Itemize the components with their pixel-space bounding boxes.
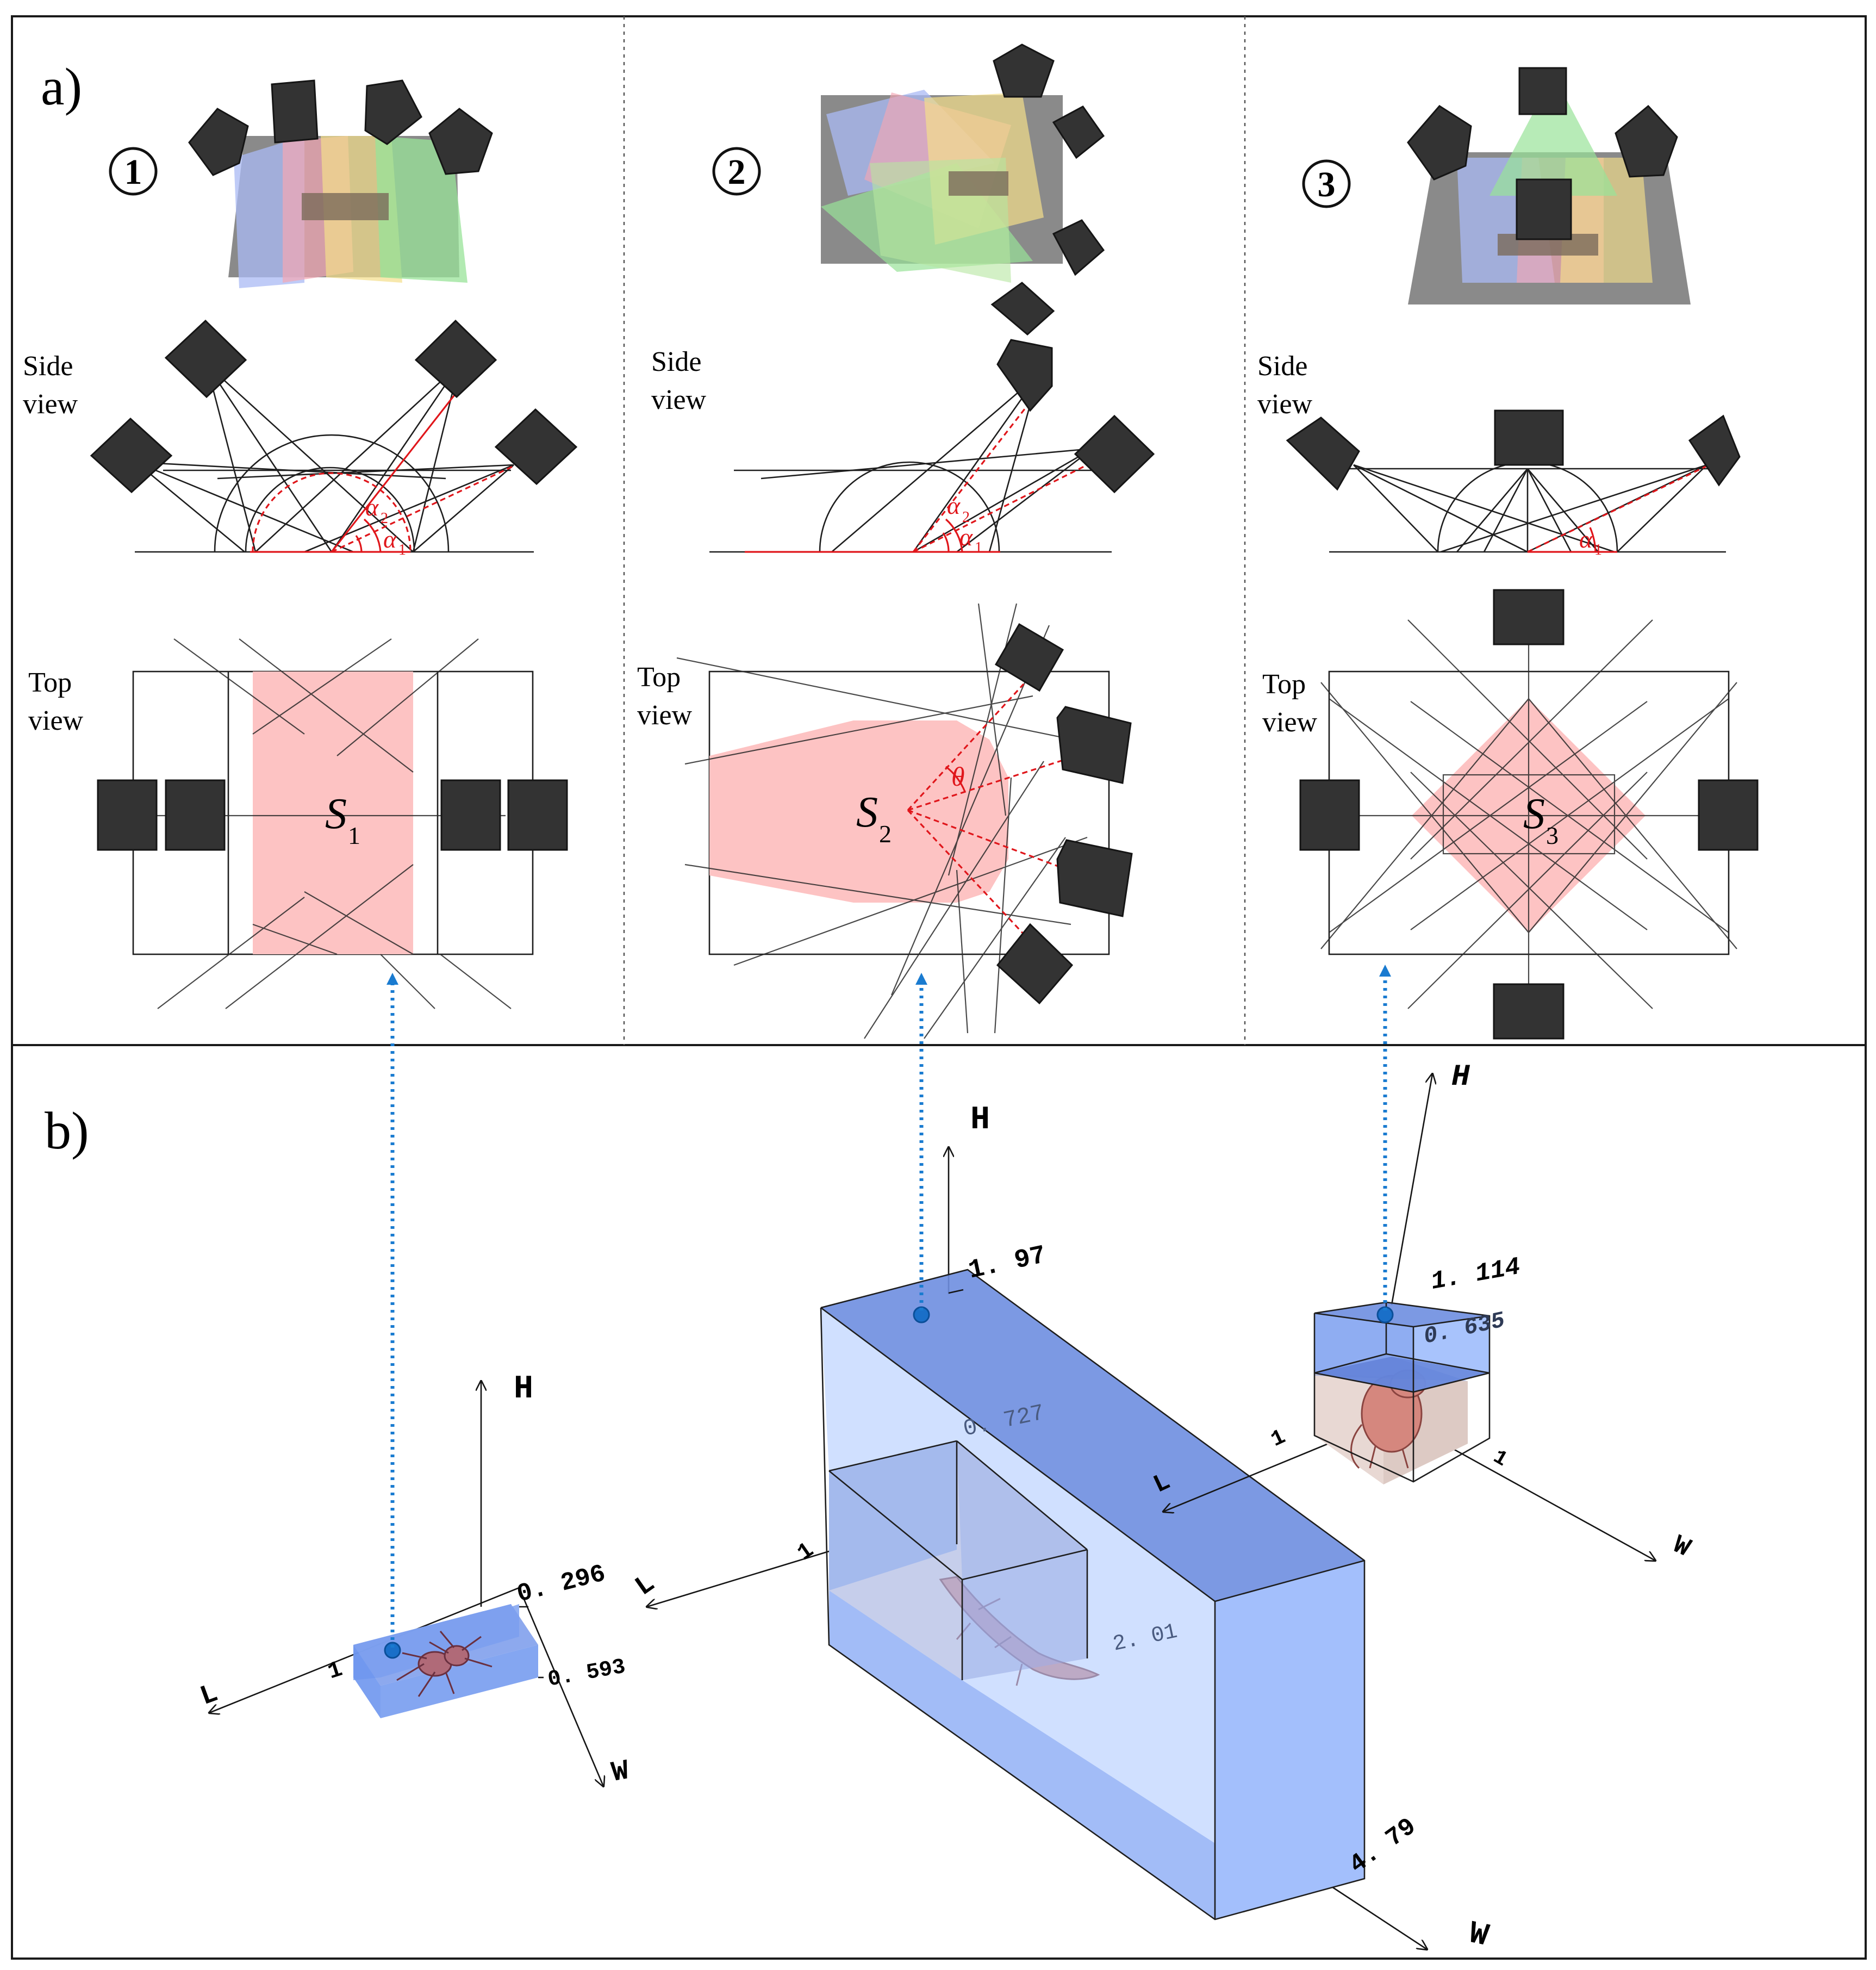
config-2-number: 2 bbox=[728, 152, 746, 192]
config-3-top-view: S 3 bbox=[1299, 589, 1759, 1040]
config-2-3d-render bbox=[821, 43, 1105, 335]
config-1-coverage-area bbox=[253, 672, 413, 954]
box-1-axis-w: W bbox=[609, 1755, 632, 1789]
config-3-alpha1-sub: 1 bbox=[1594, 542, 1602, 558]
panel-a-label: a) bbox=[41, 58, 82, 116]
config-1: 1 Side view bbox=[23, 79, 578, 1009]
box-3-tick-w: 1 bbox=[1489, 1445, 1511, 1472]
box-2-tick-h-top: 1. 97 bbox=[966, 1241, 1049, 1286]
config-2-coverage-area bbox=[709, 720, 1008, 903]
config-1-alpha1: α bbox=[383, 525, 397, 553]
config-3: 3 Side view bbox=[1257, 67, 1759, 1040]
box-1-axis-h: H bbox=[514, 1371, 533, 1408]
config-1-top-view: S 1 bbox=[97, 638, 568, 1009]
box-1-tick-l: 1 bbox=[325, 1656, 346, 1685]
box-1-spider: 0. 296 0. 593 1 H L W bbox=[196, 1371, 632, 1789]
box-2-axis-w: W bbox=[1466, 1916, 1492, 1955]
config-2-side-label-2: view bbox=[651, 384, 707, 415]
config-1-number-circle bbox=[109, 147, 158, 196]
config-2-top-label-1: Top bbox=[637, 662, 681, 693]
figure-frames bbox=[11, 15, 1867, 1960]
config-1-number: 1 bbox=[124, 152, 142, 192]
config-1-3d-render bbox=[188, 79, 493, 288]
config-1-side-view: α 2 α 1 bbox=[90, 319, 578, 558]
config-3-area-label: S bbox=[1523, 790, 1545, 838]
config-1-alpha1-sub: 1 bbox=[398, 542, 406, 558]
config-1-side-label-1: Side bbox=[23, 351, 73, 382]
box-1-tick-h: 0. 296 bbox=[514, 1559, 608, 1609]
config-1-side-label-2: view bbox=[23, 389, 78, 420]
config-2-alpha1: α bbox=[959, 523, 973, 551]
config-3-top-label-1: Top bbox=[1262, 669, 1306, 700]
config-3-side-view: α 1 bbox=[1286, 409, 1741, 558]
pointer-arrows bbox=[387, 965, 1391, 1648]
config-1-area-label: S bbox=[325, 790, 347, 838]
config-2-area-label: S bbox=[856, 788, 878, 836]
box-2-axis-l: L bbox=[630, 1568, 660, 1603]
box-3-rat: 1. 114 0. 635 1 1 H L W bbox=[1149, 1059, 1695, 1564]
config-3-top-label-2: view bbox=[1262, 707, 1318, 738]
config-2-alpha1-sub: 1 bbox=[975, 539, 982, 556]
config-3-side-label-2: view bbox=[1257, 389, 1313, 420]
config-2: 2 Side view bbox=[637, 43, 1155, 1039]
panel-b-label: b) bbox=[45, 1102, 89, 1160]
config-1-top-label-2: view bbox=[28, 705, 84, 736]
config-1-top-label-1: Top bbox=[28, 667, 72, 698]
config-1-area-sub: 1 bbox=[348, 822, 360, 849]
config-2-top-view: θ S 2 bbox=[676, 603, 1133, 1039]
config-3-alpha1: α bbox=[1579, 525, 1593, 553]
config-2-alpha2: α bbox=[947, 492, 961, 519]
config-2-number-circle bbox=[712, 147, 761, 196]
config-2-alpha2-sub: 2 bbox=[962, 509, 970, 526]
config-2-theta: θ bbox=[951, 761, 965, 792]
spider-figure bbox=[396, 1631, 493, 1697]
config-3-side-label-1: Side bbox=[1257, 351, 1307, 382]
config-2-area-sub: 2 bbox=[879, 820, 892, 848]
config-3-area-sub: 3 bbox=[1546, 822, 1559, 849]
box-2-axis-h: H bbox=[970, 1102, 990, 1139]
box-1-axis-l: L bbox=[196, 1678, 222, 1713]
config-2-top-label-2: view bbox=[637, 700, 693, 731]
box-3-tick-l: 1 bbox=[1267, 1425, 1289, 1453]
config-3-3d-render bbox=[1407, 67, 1691, 304]
config-3-number: 3 bbox=[1318, 165, 1336, 204]
config-1-alpha2-sub: 2 bbox=[381, 510, 388, 527]
box-2-salamander: 1. 97 0. 727 2. 01 4. 79 1 H L W bbox=[630, 1102, 1492, 1955]
config-1-alpha2: α bbox=[365, 493, 379, 521]
config-3-number-circle bbox=[1302, 159, 1351, 208]
box-1-tick-w: 0. 593 bbox=[546, 1655, 627, 1692]
box-3-axis-h: H bbox=[1451, 1059, 1470, 1094]
box-3-tick-h-top: 1. 114 bbox=[1429, 1253, 1522, 1296]
config-2-side-view: α 2 α 1 bbox=[709, 339, 1155, 556]
config-2-side-label-1: Side bbox=[651, 346, 701, 377]
box-3-axis-w: W bbox=[1668, 1531, 1695, 1564]
